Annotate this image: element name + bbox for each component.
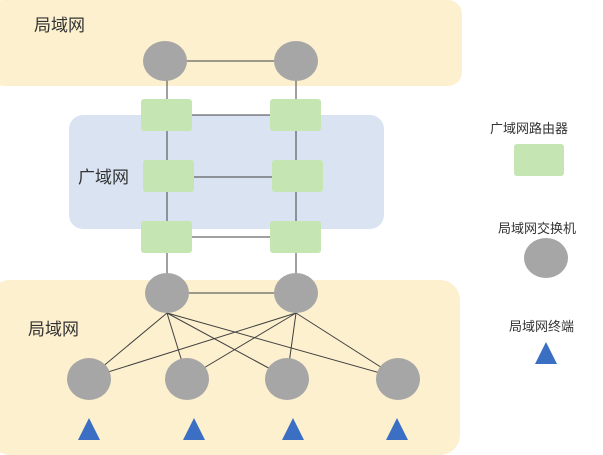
switch-node bbox=[165, 358, 209, 400]
legend-router-label: 广域网路由器 bbox=[490, 122, 569, 137]
router-node bbox=[143, 160, 194, 192]
network-diagram bbox=[67, 41, 568, 440]
router-node bbox=[270, 221, 321, 253]
terminal-node bbox=[78, 418, 100, 440]
terminal-node bbox=[183, 418, 205, 440]
link-mesh bbox=[166, 312, 288, 379]
link-mesh bbox=[166, 312, 399, 379]
switch-node bbox=[274, 41, 318, 81]
router-node bbox=[272, 160, 323, 192]
lan-top-region bbox=[0, 0, 462, 86]
switch-node bbox=[265, 358, 309, 400]
wan-region bbox=[69, 115, 384, 229]
switch-node bbox=[67, 358, 111, 400]
legend-switch-label: 局域网交换机 bbox=[498, 222, 577, 237]
terminal-node bbox=[282, 418, 304, 440]
lan-top-label: 局域网 bbox=[34, 16, 85, 36]
legend-switch-swatch bbox=[524, 238, 568, 278]
top-switches bbox=[143, 41, 318, 81]
legend-terminal-swatch bbox=[535, 342, 557, 364]
legend-router-swatch bbox=[514, 144, 564, 176]
router-node bbox=[141, 99, 192, 131]
switch-node bbox=[145, 273, 189, 313]
switch-node bbox=[274, 273, 318, 313]
link-mesh bbox=[88, 312, 297, 379]
access-switches bbox=[67, 358, 420, 400]
legend-terminal-label: 局域网终端 bbox=[509, 320, 575, 335]
terminal-node bbox=[386, 418, 408, 440]
router-node bbox=[141, 221, 192, 253]
lan-bottom-label: 局域网 bbox=[28, 320, 79, 340]
wan-label: 广域网 bbox=[78, 168, 129, 188]
bottom-core-switches bbox=[145, 273, 318, 313]
terminals bbox=[78, 418, 408, 440]
router-node bbox=[270, 99, 321, 131]
links bbox=[88, 60, 399, 379]
switch-node bbox=[376, 358, 420, 400]
switch-node bbox=[143, 41, 187, 81]
wan-routers bbox=[141, 99, 323, 253]
